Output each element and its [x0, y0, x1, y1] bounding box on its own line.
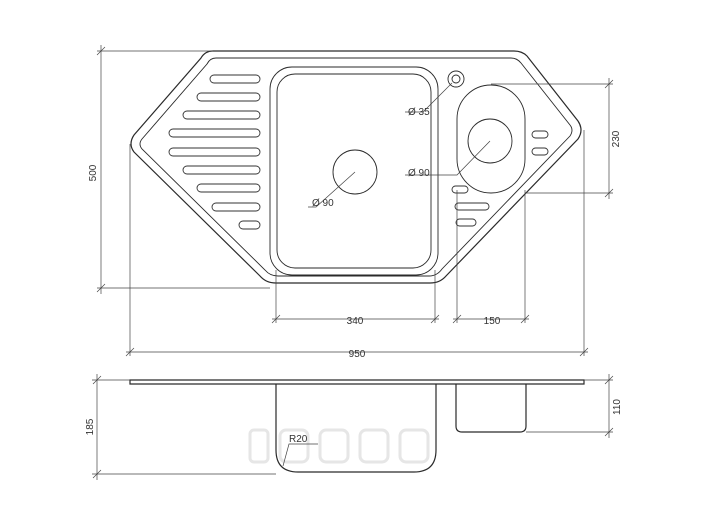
- dim-width-total: [125, 130, 589, 357]
- tap-hole-label: Ø 35: [408, 107, 430, 118]
- dim-depth-total: [92, 374, 276, 480]
- sink-inner-rim: [139, 57, 573, 277]
- small-bowl-width-label: 150: [484, 316, 501, 327]
- dim-small-bowl-height: [491, 78, 614, 199]
- small-drain: [467, 118, 513, 164]
- small-bowl-height-label: 230: [611, 130, 622, 147]
- small-bowl: [456, 84, 526, 194]
- sink-top-view: [130, 50, 582, 284]
- main-drain: [332, 149, 378, 195]
- dim-small-bowl-depth: [526, 374, 614, 438]
- small-bowl-depth-label: 110: [612, 399, 623, 415]
- sink-side-view: [129, 379, 585, 473]
- side-main-bowl: [275, 384, 437, 473]
- main-drain-label: Ø 90: [312, 198, 334, 209]
- dim-height-total: [96, 45, 270, 294]
- depth-total-label: 185: [85, 418, 96, 435]
- tap-hole: [447, 70, 465, 88]
- sink-outer-outline: [130, 50, 582, 284]
- watermark-logo: [248, 428, 430, 464]
- side-rim: [129, 379, 585, 385]
- drainboard-slots-right: [451, 130, 549, 227]
- width-total-label: 950: [349, 349, 366, 360]
- corner-radius-label: R20: [289, 434, 308, 445]
- small-drain-label: Ø 90: [408, 168, 430, 179]
- drainboard-slots-left: [168, 74, 261, 230]
- main-bowl-width-label: 340: [347, 316, 364, 327]
- main-bowl-inner: [276, 73, 432, 269]
- side-small-bowl: [455, 384, 527, 433]
- height-total-label: 500: [88, 164, 99, 181]
- diameter-leaders: [308, 82, 491, 208]
- main-bowl: [269, 66, 439, 276]
- dim-bowl-widths: [271, 190, 530, 324]
